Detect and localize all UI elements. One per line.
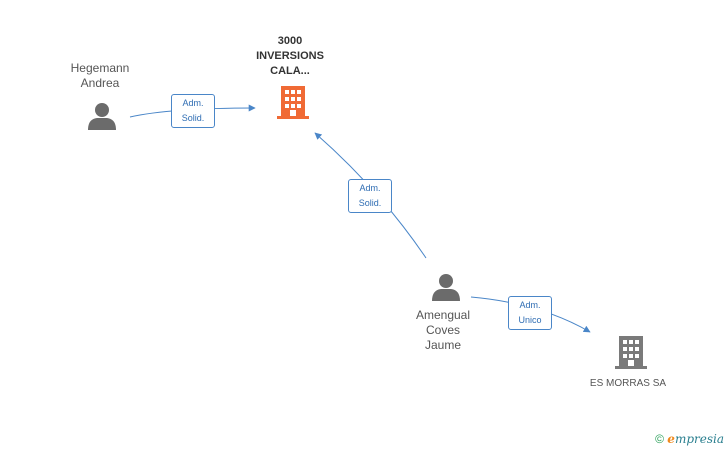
person-name-line1: Amengual xyxy=(415,308,471,322)
edge-label-line2: Solid. xyxy=(181,113,205,123)
person-icon[interactable] xyxy=(431,272,461,302)
edge-label-amengual-esmorras[interactable]: Adm. Unico xyxy=(508,296,552,330)
company-label-es-morras[interactable]: ES MORRAS SA xyxy=(578,376,678,391)
person-name-line1: Hegemann xyxy=(70,61,130,75)
person-label-hegemann[interactable]: Hegemann Andrea xyxy=(58,61,142,91)
copyright-icon: © xyxy=(655,432,664,446)
company-name-line2: INVERSIONS xyxy=(256,50,324,62)
company-name-line1: 3000 xyxy=(277,35,303,47)
company-name-line3: CALA... xyxy=(270,65,310,77)
person-name-line3: Jaume xyxy=(424,338,462,352)
person-icon[interactable] xyxy=(87,101,117,131)
company-name-line1: ES MORRAS SA xyxy=(589,378,667,389)
edge-label-line2: Unico xyxy=(518,315,542,325)
edge-label-hegemann-3000[interactable]: Adm. Solid. xyxy=(171,94,215,128)
person-label-amengual[interactable]: Amengual Coves Jaume xyxy=(400,308,486,353)
edge-label-line2: Solid. xyxy=(358,198,382,208)
company-label-3000[interactable]: 3000 INVERSIONS CALA... xyxy=(240,34,340,79)
brand-footer: © empresia xyxy=(655,432,724,446)
edge-label-line1: Adm. xyxy=(359,183,381,193)
person-name-line2: Coves xyxy=(425,323,460,337)
brand-logo: empresia xyxy=(667,432,724,446)
edge-label-line1: Adm. xyxy=(519,300,541,310)
building-icon[interactable] xyxy=(277,86,309,120)
person-name-line2: Andrea xyxy=(80,76,120,90)
building-icon[interactable] xyxy=(615,336,647,370)
edge-label-amengual-3000[interactable]: Adm. Solid. xyxy=(348,179,392,213)
edge-label-line1: Adm. xyxy=(182,98,204,108)
